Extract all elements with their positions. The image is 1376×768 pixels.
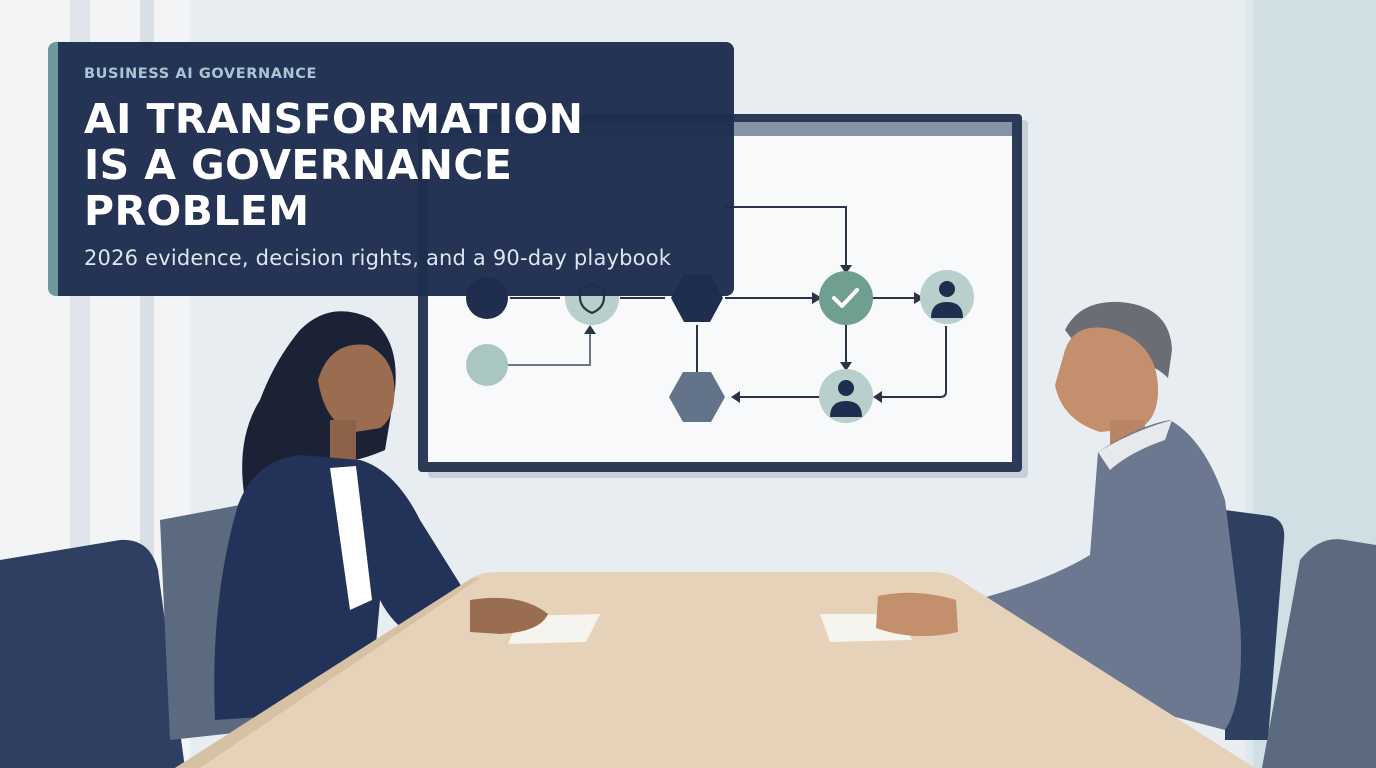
diagram-node-icon	[466, 344, 508, 386]
diagram-arrowheads	[584, 265, 924, 403]
wall-edge	[1245, 0, 1253, 768]
diagram-check-icon	[819, 271, 873, 325]
chair-left-front	[0, 539, 185, 768]
diagram-person-icon	[819, 369, 873, 423]
page-title: AI TRANSFORMATION IS A GOVERNANCE PROBLE…	[84, 96, 714, 234]
title-line: PROBLEM	[84, 187, 310, 235]
title-line: AI TRANSFORMATION	[84, 95, 584, 143]
woman-hands	[470, 597, 548, 634]
man-hands	[876, 592, 958, 637]
title-line: IS A GOVERNANCE	[84, 141, 513, 189]
table-edge	[175, 578, 480, 768]
hero-title-card: BUSINESS AI GOVERNANCE AI TRANSFORMATION…	[48, 42, 734, 296]
diagram-connectors	[508, 206, 947, 398]
category-label: BUSINESS AI GOVERNANCE	[84, 66, 318, 82]
diagram-hexagon-icon	[669, 372, 725, 422]
diagram-person-icon	[920, 270, 974, 324]
shield-icon	[578, 282, 606, 315]
chair-right-front	[1262, 539, 1376, 768]
check-icon	[832, 288, 859, 308]
chair-right-back	[1225, 510, 1285, 740]
conference-table	[175, 572, 1255, 768]
subtitle: 2026 evidence, decision rights, and a 90…	[84, 246, 672, 270]
